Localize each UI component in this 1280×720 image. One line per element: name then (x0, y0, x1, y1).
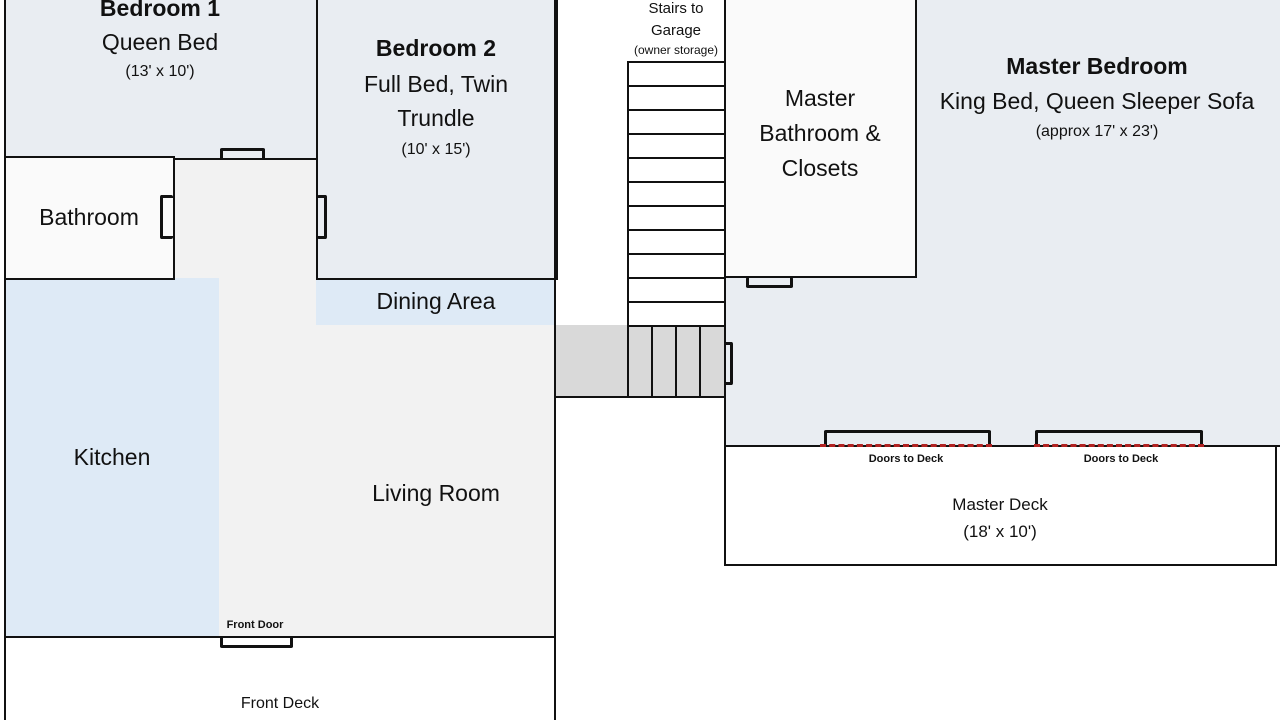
master-bedroom-label: Master Bedroom (1006, 53, 1188, 79)
stair-tread (675, 325, 677, 398)
bathroom (4, 156, 175, 280)
stairs-note: (owner storage) (633, 43, 719, 57)
master-bedroom-beds: King Bed, Queen Sleeper Sofa (939, 88, 1255, 114)
living-room-label: Living Room (372, 480, 500, 506)
stair-tread (627, 133, 724, 135)
stair-tread (699, 325, 701, 398)
deck-door-1-label: Doors to Deck (868, 453, 944, 465)
master-bathroom (724, 0, 917, 278)
stair-tread (651, 325, 653, 398)
master-bedroom-size: (approx 17' x 23') (1035, 123, 1159, 140)
stair-tread (627, 205, 724, 207)
stairs-label: Stairs to (648, 0, 704, 17)
bedroom-1-door[interactable] (220, 148, 265, 160)
bedroom-1-bed: Queen Bed (101, 29, 219, 55)
front-deck-label: Front Deck (240, 695, 320, 712)
bedroom-2-bed: Full Bed, Twin (363, 71, 509, 97)
bedroom-2-bed-2: Trundle (397, 105, 475, 131)
bedroom-2-label: Bedroom 2 (375, 35, 497, 61)
deck-door-2-sliding (1034, 444, 1204, 447)
front-deck (4, 637, 556, 720)
stairs-label-2: Garage (650, 22, 702, 39)
deck-door-1-sliding (820, 444, 992, 447)
stair-tread (627, 229, 724, 231)
stair-tread (627, 157, 724, 159)
stair-tread (627, 301, 724, 303)
front-door[interactable] (220, 636, 293, 648)
deck-door-1[interactable] (824, 430, 991, 447)
bedroom-1-label: Bedroom 1 (99, 0, 221, 21)
bedroom-2 (316, 0, 558, 280)
master-bath-label-3: Closets (781, 155, 859, 181)
master-bath-label: Master (784, 85, 856, 111)
front-door-label: Front Door (226, 619, 284, 631)
landing (556, 325, 724, 398)
bathroom-label: Bathroom (39, 204, 139, 230)
master-deck-size: (18' x 10') (963, 522, 1037, 541)
stair-tread (627, 277, 724, 279)
bedroom-2-door[interactable] (317, 195, 327, 239)
stair-tread (627, 253, 724, 255)
master-deck (724, 445, 1277, 566)
stair-tread (627, 85, 724, 87)
bedroom-2-size: (10' x 15') (401, 141, 471, 158)
dining-label: Dining Area (376, 288, 496, 314)
master-bath-door[interactable] (746, 277, 793, 288)
stair-tread (627, 109, 724, 111)
stair-tread (627, 181, 724, 183)
right-wall (554, 0, 556, 720)
dining-area (316, 278, 556, 325)
stair-door[interactable] (724, 342, 733, 385)
master-deck-label: Master Deck (952, 495, 1048, 514)
bedroom-1-size: (13' x 10') (125, 63, 195, 80)
master-bath-label-2: Bathroom & (759, 120, 881, 146)
kitchen-label: Kitchen (73, 444, 151, 470)
bathroom-door[interactable] (160, 195, 173, 239)
deck-door-2-label: Doors to Deck (1083, 453, 1159, 465)
kitchen (6, 278, 219, 636)
deck-door-2[interactable] (1035, 430, 1203, 447)
bedroom-1 (4, 0, 318, 160)
